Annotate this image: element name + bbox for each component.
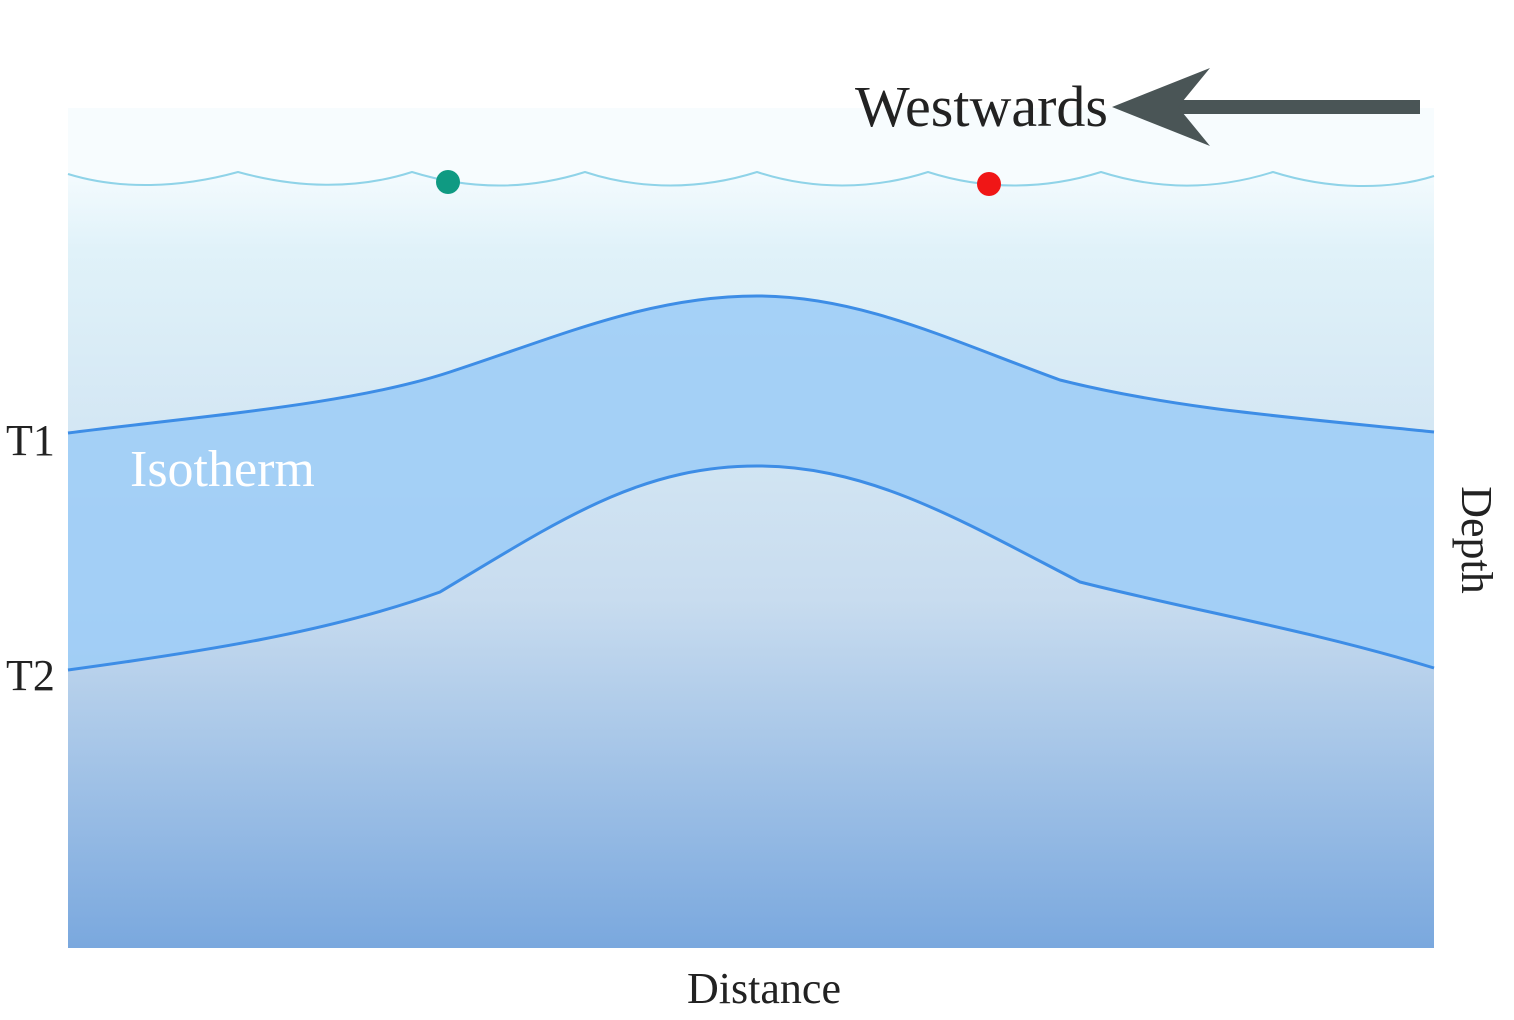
wave-line xyxy=(67,170,1435,188)
isotherm-label-t1: T1 xyxy=(6,416,55,465)
isotherm-band xyxy=(68,296,1434,670)
red-marker xyxy=(977,172,1001,196)
isotherm-label: Isotherm xyxy=(130,441,315,498)
westwards-arrow-icon xyxy=(1112,68,1420,146)
isotherm-label-t2: T2 xyxy=(6,651,55,700)
isotherm-line-t1 xyxy=(67,294,1435,435)
isotherm-line-t2 xyxy=(67,464,1435,672)
direction-label: Westwards xyxy=(855,74,1108,139)
water-body xyxy=(68,172,1434,948)
y-axis-label: Depth xyxy=(1452,486,1501,594)
green-marker xyxy=(436,170,460,194)
x-axis-label: Distance xyxy=(687,964,841,1013)
